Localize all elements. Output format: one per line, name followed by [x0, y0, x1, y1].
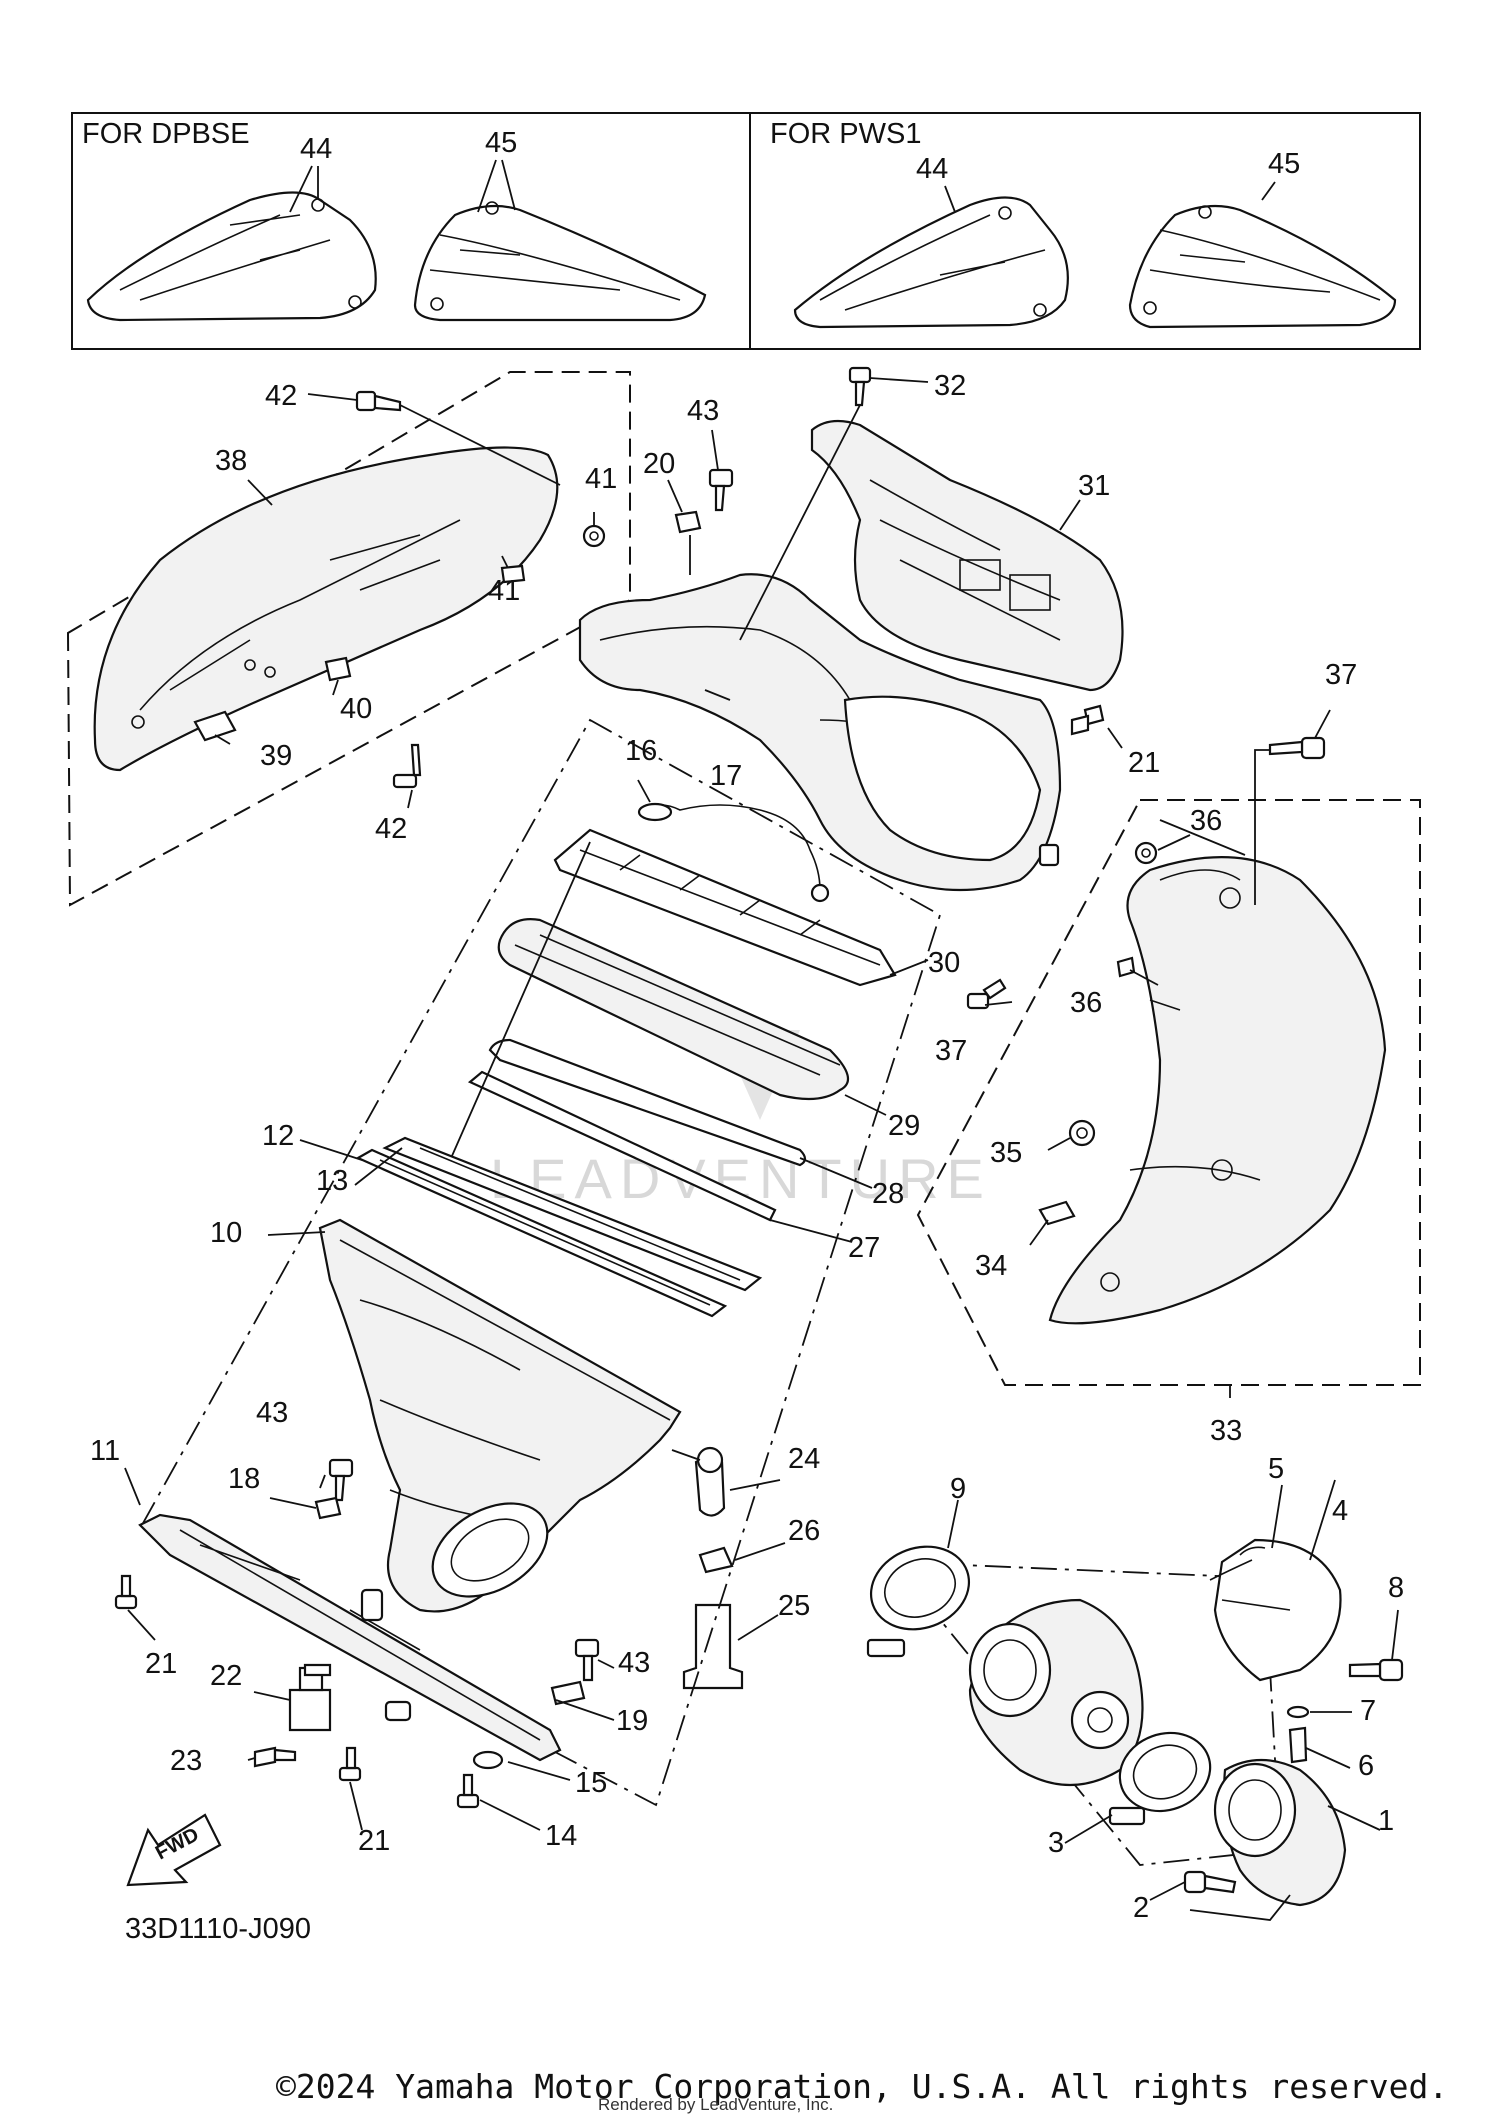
bolt-42-top — [355, 390, 402, 412]
callout-35: 35 — [990, 1137, 1022, 1169]
diagram-code: 33D1110-J090 — [125, 1913, 311, 1945]
callout-6: 6 — [1358, 1750, 1374, 1782]
callout-36-top: 36 — [1190, 805, 1222, 837]
leaders-17-20-43 — [667, 429, 731, 701]
duct-cover-31 — [810, 419, 1124, 692]
callout-21-top: 21 — [1128, 747, 1160, 779]
callout-4: 4 — [1332, 1495, 1348, 1527]
bolt-43-top — [708, 468, 734, 512]
bolt-32 — [848, 366, 872, 407]
callout-16: 16 — [625, 735, 657, 767]
variant-box-dpbse: FOR DPBSE 44 45 — [71, 112, 751, 350]
callout-21-left: 21 — [145, 1648, 177, 1680]
drain-parts — [671, 1446, 786, 1690]
rendered-by-text: Rendered by LeadVenture, Inc. — [598, 2095, 833, 2114]
callout-22: 22 — [210, 1660, 242, 1692]
callout-28: 28 — [872, 1178, 904, 1210]
callout-45: 45 — [1268, 148, 1300, 180]
callout-43-left: 43 — [256, 1397, 288, 1429]
callout-34: 34 — [975, 1250, 1007, 1282]
callout-27: 27 — [848, 1232, 880, 1264]
throttle-body-group — [866, 1479, 1404, 1921]
screw-21-top — [1070, 704, 1105, 736]
callout-23: 23 — [170, 1745, 202, 1777]
callout-14: 14 — [545, 1820, 577, 1852]
variant-label-dpbse: FOR DPBSE — [82, 118, 250, 150]
element-stack — [447, 779, 929, 1243]
callout-15: 15 — [575, 1767, 607, 1799]
callout-36-bottom: 36 — [1070, 987, 1102, 1019]
air-box-case — [267, 1136, 763, 1613]
leader-38 — [247, 479, 273, 506]
leaders-31-32-21 — [739, 377, 1123, 749]
callout-30: 30 — [928, 947, 960, 979]
callout-19: 19 — [616, 1705, 648, 1737]
callout-26: 26 — [788, 1515, 820, 1547]
callout-42-top: 42 — [265, 380, 297, 412]
variant-box-pws1: FOR PWS1 44 45 — [749, 112, 1421, 350]
callout-44: 44 — [300, 133, 332, 165]
right-cover-group — [916, 709, 1421, 1398]
callout-25: 25 — [778, 1590, 810, 1622]
callout-43-top: 43 — [687, 395, 719, 427]
callout-21-bottom: 21 — [358, 1825, 390, 1857]
callout-13: 13 — [316, 1165, 348, 1197]
callout-10: 10 — [210, 1217, 242, 1249]
callout-5: 5 — [1268, 1453, 1284, 1485]
nut-20 — [674, 510, 702, 534]
left-cover-group — [66, 371, 631, 907]
callout-42-bottom: 42 — [375, 813, 407, 845]
callout-41-top: 41 — [585, 463, 617, 495]
callout-31: 31 — [1078, 470, 1110, 502]
callout-18: 18 — [228, 1463, 260, 1495]
fwd-arrow: FWD — [126, 1813, 222, 1887]
callout-37-top: 37 — [1325, 659, 1357, 691]
callout-45: 45 — [485, 127, 517, 159]
intake-duct-17 — [578, 573, 1062, 892]
callout-20: 20 — [643, 448, 675, 480]
callout-17: 17 — [710, 760, 742, 792]
callout-12: 12 — [262, 1120, 294, 1152]
callout-40: 40 — [340, 693, 372, 725]
callout-38: 38 — [215, 445, 247, 477]
callout-9: 9 — [950, 1473, 966, 1505]
variant-label-pws1: FOR PWS1 — [770, 118, 921, 150]
callout-11: 11 — [90, 1435, 120, 1467]
callout-37-bottom: 37 — [935, 1035, 967, 1067]
callout-7: 7 — [1360, 1695, 1376, 1727]
callout-29: 29 — [888, 1110, 920, 1142]
bolt-42-bottom — [392, 743, 422, 789]
callout-39: 39 — [260, 740, 292, 772]
bottom-tray-group — [114, 718, 942, 1831]
callout-44: 44 — [916, 153, 948, 185]
callout-24: 24 — [788, 1443, 820, 1475]
copyright-text: ©2024 Yamaha Motor Corporation, U.S.A. A… — [276, 2067, 1448, 2106]
callout-41-bottom: 41 — [488, 575, 520, 607]
callout-3: 3 — [1048, 1827, 1064, 1859]
callout-8: 8 — [1388, 1572, 1404, 1604]
callout-33: 33 — [1210, 1415, 1242, 1447]
callout-43-right: 43 — [618, 1647, 650, 1679]
callout-32: 32 — [934, 370, 966, 402]
callout-2: 2 — [1133, 1892, 1149, 1924]
callout-1: 1 — [1378, 1805, 1394, 1837]
